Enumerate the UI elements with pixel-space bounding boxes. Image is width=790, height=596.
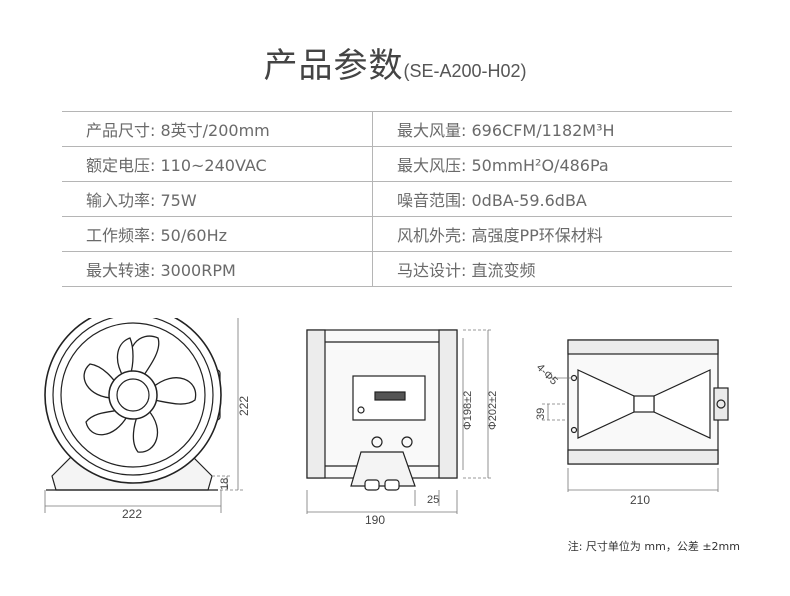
spec-row: 工作频率: 50/60Hz 风机外壳: 高强度PP环保材料: [62, 216, 732, 252]
spec-cell: 额定电压: 110~240VAC: [62, 146, 373, 182]
spec-cell: 最大转速: 3000RPM: [62, 251, 373, 287]
top-offset-label: 39: [535, 408, 547, 420]
top-view-drawing: 210 4-Φ5 39: [534, 339, 729, 507]
front-view-drawing: 222 222 18: [44, 318, 251, 521]
title-model: (SE-A200-H02): [403, 61, 527, 81]
spec-row: 产品尺寸: 8英寸/200mm 最大风量: 696CFM/1182M³H: [62, 111, 732, 147]
side-inner-dia-label: Φ198±2: [462, 391, 474, 430]
spec-cell: 风机外壳: 高强度PP环保材料: [372, 216, 732, 252]
front-height-label: 222: [237, 396, 251, 416]
spec-row: 最大转速: 3000RPM 马达设计: 直流变频: [62, 251, 732, 287]
spec-row: 输入功率: 75W 噪音范围: 0dBA-59.6dBA: [62, 181, 732, 217]
side-width-label: 190: [365, 513, 385, 527]
top-hole-label: 4-Φ5: [534, 362, 560, 388]
side-view-drawing: 190 25 Φ198±2 Φ202±2: [306, 329, 499, 527]
unit-note: 注: 尺寸单位为 mm，公差 ±2mm: [567, 540, 740, 553]
spec-cell: 工作频率: 50/60Hz: [62, 216, 373, 252]
spec-row: 额定电压: 110~240VAC 最大风压: 50mmH²O/486Pa: [62, 146, 732, 182]
side-base-label: 25: [427, 494, 439, 506]
front-width-label: 222: [122, 507, 142, 521]
spec-cell: 最大风压: 50mmH²O/486Pa: [372, 146, 732, 182]
spec-cell: 最大风量: 696CFM/1182M³H: [372, 111, 732, 147]
top-width-label: 210: [630, 493, 650, 507]
spec-table: 产品尺寸: 8英寸/200mm 最大风量: 696CFM/1182M³H 额定电…: [62, 111, 732, 287]
title-main: 产品参数: [263, 46, 404, 86]
spec-cell: 噪音范围: 0dBA-59.6dBA: [372, 181, 732, 217]
spec-cell: 输入功率: 75W: [62, 181, 373, 217]
spec-cell: 马达设计: 直流变频: [372, 251, 732, 287]
front-base-label: 18: [219, 478, 231, 490]
spec-cell: 产品尺寸: 8英寸/200mm: [62, 111, 373, 147]
page-title: 产品参数(SE-A200-H02): [0, 38, 790, 87]
side-outer-dia-label: Φ202±2: [487, 391, 499, 430]
